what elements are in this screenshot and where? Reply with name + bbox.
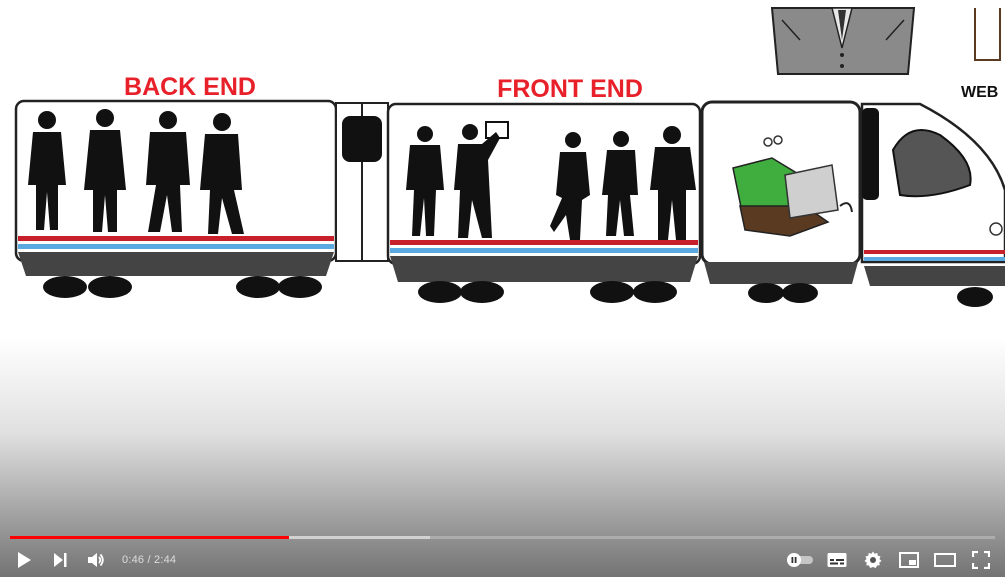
time-display: 0:46 / 2:44: [122, 554, 176, 566]
miniplayer-button[interactable]: [891, 543, 927, 577]
subtitles-button[interactable]: [819, 543, 855, 577]
front-end-label: FRONT END: [497, 75, 643, 103]
back-end-carriage: [16, 101, 336, 298]
settings-gear-icon: [864, 551, 882, 569]
next-button[interactable]: [42, 543, 78, 577]
front-end-carriage: [388, 104, 700, 303]
control-bar: 0:46 / 2:44: [0, 543, 1005, 577]
time-separator: /: [144, 554, 154, 566]
carriage-connector: [336, 103, 388, 261]
mute-button[interactable]: [78, 543, 114, 577]
autoplay-toggle-icon: [787, 553, 815, 567]
subtitles-icon: [827, 552, 847, 568]
volume-icon: [87, 552, 105, 568]
fullscreen-button[interactable]: [963, 543, 999, 577]
settings-button[interactable]: [855, 543, 891, 577]
theater-mode-icon: [934, 553, 956, 567]
current-time: 0:46: [122, 554, 144, 566]
miniplayer-icon: [899, 552, 919, 568]
back-end-label: BACK END: [124, 73, 256, 101]
web-carriage: [702, 102, 860, 303]
seek-bar[interactable]: [10, 531, 995, 543]
fullscreen-icon: [972, 551, 990, 569]
play-button[interactable]: [6, 543, 42, 577]
next-icon: [52, 552, 68, 568]
theater-mode-button[interactable]: [927, 543, 963, 577]
web-label: WEB: [961, 84, 998, 101]
seek-bar-played: [10, 536, 289, 539]
play-icon: [16, 551, 32, 569]
duration: 2:44: [154, 554, 176, 566]
autoplay-toggle[interactable]: [783, 543, 819, 577]
